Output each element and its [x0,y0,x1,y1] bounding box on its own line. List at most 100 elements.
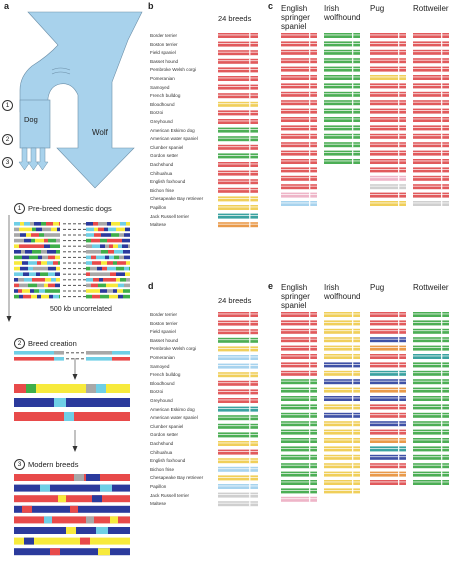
haplotype-stripe [324,372,360,374]
haplotype-block [324,421,360,427]
haplotype-block [281,463,317,469]
haplotype-gap [441,370,443,376]
haplotype-block [218,441,258,446]
haplotype-gap [441,75,443,80]
haplotype-block [370,471,406,477]
haplotype-block [324,454,360,460]
haplotype-block [370,41,406,47]
haplotype-stripe [218,373,258,375]
haplotype-gap [441,192,443,198]
segment [31,244,38,248]
segment [36,227,42,232]
haplotype-stripe [324,389,360,390]
haplotype-stripe [324,135,360,137]
segment [86,289,92,293]
haplotype-block [324,337,360,343]
haplotype-block [413,184,449,190]
haplotype-gap [441,354,443,359]
breed-label: Field spaniel [150,50,176,56]
segment [104,227,108,232]
haplotype-gap [441,117,443,122]
segment [86,233,94,237]
haplotype-stripe [281,355,317,357]
segment [116,272,125,276]
haplotype-gap [309,117,311,122]
haplotype-stripe [218,425,258,427]
haplotype-stripe [218,155,258,156]
segment [92,294,100,299]
breed-label: Boston terrier [150,320,178,326]
segment [14,351,54,355]
haplotype-stripe [370,152,406,153]
haplotype-block [218,187,258,193]
segment [116,266,124,271]
haplotype-gap [398,370,400,376]
haplotype-stripe [324,422,360,424]
segment [90,266,97,271]
segment [116,238,122,243]
haplotype-block [218,41,258,47]
haplotype-stripe [281,118,317,120]
segment [86,222,93,226]
haplotype-block [281,108,317,114]
haplotype-gap [441,480,443,485]
haplotype-block [324,133,360,139]
segment [38,244,44,248]
haplotype-stripe [281,185,317,187]
gap-dash [76,358,79,360]
breed-label: Pembroke Welsh corgi [150,67,197,73]
gap-dash [63,296,66,298]
haplotype-block [218,136,258,142]
haplotype-gap [249,41,251,47]
haplotype-block [281,320,317,326]
pre-breed-haplotypes [14,222,130,299]
segment [86,227,94,232]
haplotype-gap [352,320,354,326]
segment [109,294,118,299]
haplotype-stripe [218,485,258,487]
haplotype-stripe [413,68,449,69]
segment [126,222,130,226]
haplotype-block [281,49,317,55]
breed-label: Pembroke Welsh corgi [150,346,197,352]
haplotype-stripe [413,127,449,128]
segment [92,261,101,265]
haplotype-stripe [281,439,317,441]
breed-label: Bichon frise [150,187,175,193]
haplotype-block [324,488,360,494]
haplotype-block [324,83,360,89]
haplotype-stripe [413,389,449,390]
haplotype-block [413,58,449,64]
segment [128,233,130,237]
haplotype-block [218,179,258,185]
segment [48,283,55,288]
segment [127,238,130,243]
segment [123,294,130,299]
haplotype-gap [249,162,251,167]
haplotype-gap [398,480,400,485]
gap-dash [63,256,66,258]
haplotype-block [281,421,317,427]
haplotype-block [413,404,449,410]
haplotype-gap [249,144,251,150]
haplotype-gap [441,33,443,38]
haplotype-block [218,346,258,352]
haplotype-block [370,49,406,55]
breed-label: Chihuahua [150,170,173,176]
haplotype-stripe [218,502,258,504]
gap-dash [83,234,86,236]
haplotype-stripe [218,365,258,366]
haplotype-gap [352,438,354,443]
haplotype-stripe [370,355,406,357]
gap-dash [73,234,76,236]
haplotype-block [218,449,258,455]
haplotype-gap [352,345,354,351]
segment [20,222,24,226]
haplotype-block [218,144,258,150]
gap-dash [83,251,86,253]
haplotype-block [370,184,406,190]
haplotype-gap [309,370,311,376]
haplotype-stripe [370,422,406,424]
breed-label: Bloodhound [150,380,175,386]
haplotype-stripe [370,414,406,416]
